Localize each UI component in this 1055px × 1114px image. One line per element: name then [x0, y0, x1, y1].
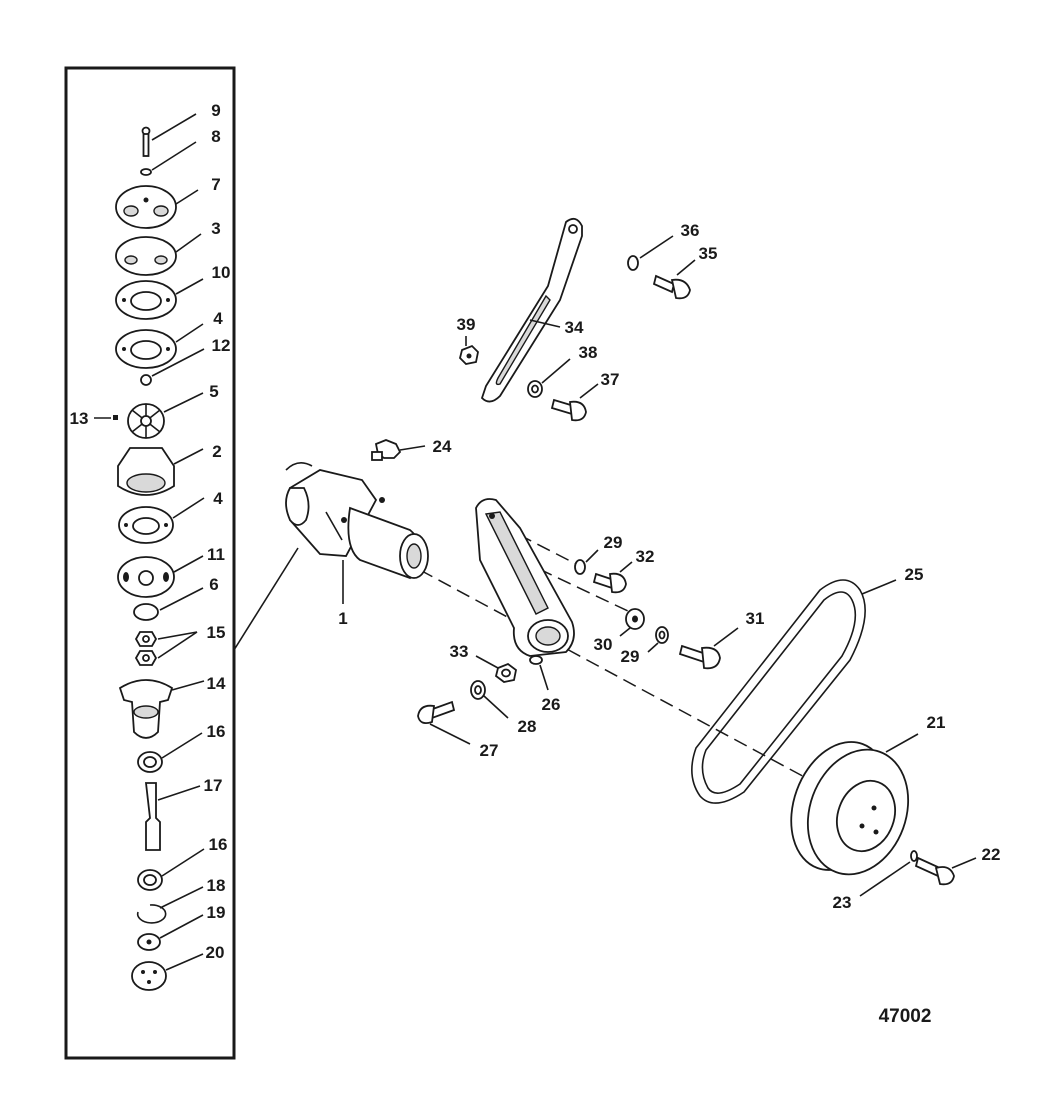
callout-7: 7	[211, 175, 220, 194]
part-gasket-4-lower	[118, 497, 205, 544]
callout-24: 24	[433, 437, 452, 456]
callout-9: 9	[211, 101, 220, 120]
callout-35: 35	[699, 244, 718, 263]
callout-28: 28	[518, 717, 537, 736]
callout-34: 34	[565, 318, 584, 337]
part-brace-34	[480, 217, 583, 403]
part-plate-11	[117, 555, 204, 598]
part-washer-19	[137, 914, 204, 951]
part-snap-ring-18	[136, 886, 204, 924]
callout-18: 18	[207, 876, 226, 895]
callout-29-lower: 29	[621, 647, 640, 666]
callout-4-lower: 4	[213, 489, 223, 508]
part-gasket-3	[115, 233, 202, 276]
part-washer-29-upper	[574, 549, 599, 575]
part-cover-7	[115, 185, 199, 229]
callout-17: 17	[204, 776, 223, 795]
part-washer-36	[627, 235, 674, 271]
part-washer-38	[527, 358, 571, 398]
part-bolt-27	[417, 700, 471, 745]
part-washer-30	[619, 608, 645, 637]
callout-19: 19	[207, 903, 226, 922]
callout-15: 15	[207, 623, 226, 642]
inset-frame	[64, 66, 236, 1060]
part-pulley-21	[790, 733, 919, 876]
callout-4-upper: 4	[213, 309, 223, 328]
bracket-bolt-axis-upper	[499, 524, 581, 567]
callout-29-upper: 29	[604, 533, 623, 552]
part-housing-14	[118, 679, 205, 739]
part-impeller-5	[127, 392, 204, 439]
part-bolt-31	[678, 627, 739, 670]
callout-2: 2	[212, 442, 221, 461]
part-nuts-15	[134, 631, 198, 666]
callout-16-lower: 16	[209, 835, 228, 854]
callout-26: 26	[542, 695, 561, 714]
part-nut-39	[459, 336, 479, 365]
part-gasket-4-upper	[115, 323, 204, 369]
callout-11: 11	[207, 545, 225, 564]
part-plate-10	[115, 278, 204, 320]
callout-37: 37	[601, 370, 620, 389]
part-washer-28	[470, 680, 509, 719]
callout-16-upper: 16	[207, 722, 226, 741]
part-hub-20	[131, 953, 204, 991]
part-bolt-37	[550, 383, 599, 422]
callout-23: 23	[833, 893, 852, 912]
callout-31: 31	[746, 609, 765, 628]
callout-13: 13	[70, 409, 89, 428]
assembly-centerline	[419, 569, 811, 781]
callout-30: 30	[594, 635, 613, 654]
part-bolt-35	[652, 259, 696, 300]
callout-8: 8	[211, 127, 220, 146]
part-washer-29-lower	[647, 626, 669, 653]
part-washer-23	[859, 850, 918, 897]
callout-38: 38	[579, 343, 598, 362]
callout-5: 5	[209, 382, 218, 401]
callout-27: 27	[480, 741, 499, 760]
callout-12: 12	[212, 336, 231, 355]
callout-10: 10	[212, 263, 231, 282]
callout-36: 36	[681, 221, 700, 240]
callout-33: 33	[450, 642, 469, 661]
pump-inset-panel: 9 8 7 3 10 4 12 5 13 2 4 11 6 15 14 16 1…	[64, 66, 236, 1060]
part-nut-33	[475, 655, 517, 683]
callout-21: 21	[927, 713, 946, 732]
callout-3: 3	[211, 219, 220, 238]
part-oring-6	[133, 587, 204, 621]
callout-6: 6	[209, 575, 218, 594]
figure-number: 47002	[879, 1006, 932, 1027]
part-shaft-17	[144, 782, 201, 851]
part-fitting-24	[371, 439, 426, 461]
part-key-13	[94, 415, 118, 420]
callout-32: 32	[636, 547, 655, 566]
part-bolt-22	[914, 856, 977, 886]
part-oring-12	[140, 348, 205, 386]
callout-22: 22	[982, 845, 1001, 864]
part-bracket-26	[475, 498, 575, 691]
callout-39: 39	[457, 315, 476, 334]
part-bearing-16-lower	[137, 848, 205, 891]
inset-leader-line	[233, 547, 299, 651]
part-washer-8	[140, 141, 197, 176]
callout-1: 1	[338, 609, 347, 628]
part-screw-9	[141, 113, 197, 157]
part-pump-body-2	[117, 447, 204, 496]
callout-25: 25	[905, 565, 924, 584]
part-bolt-32	[592, 561, 633, 594]
callout-20: 20	[206, 943, 225, 962]
part-belt-25	[691, 579, 897, 804]
callout-14: 14	[207, 674, 226, 693]
part-pump-assembly-1	[285, 462, 429, 604]
part-bearing-16-upper	[137, 732, 203, 773]
